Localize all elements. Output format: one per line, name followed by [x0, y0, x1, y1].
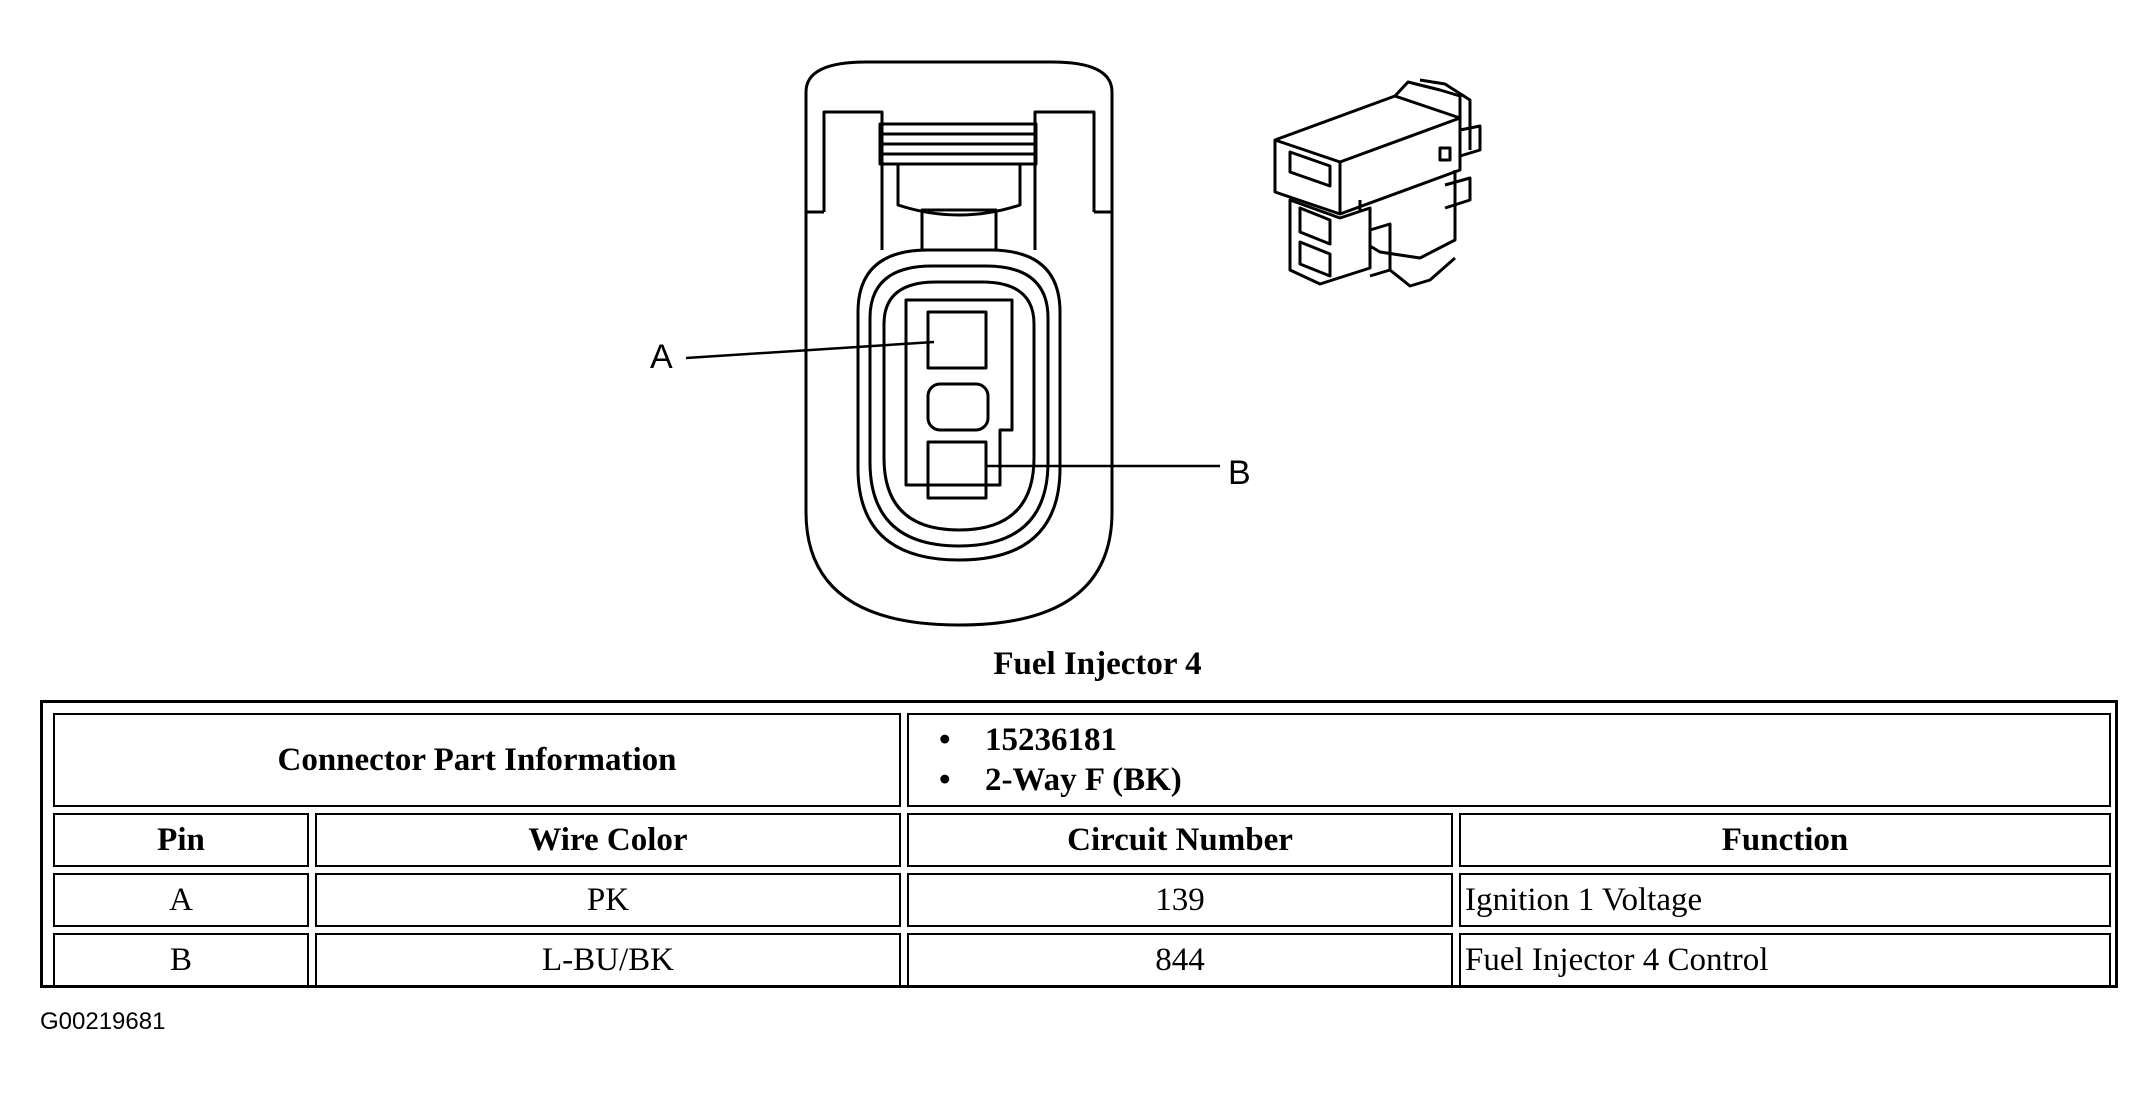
figure-id: G00219681 — [40, 1008, 166, 1035]
connector-face-view — [685, 60, 1482, 627]
pin-a-callout-label: A — [650, 338, 673, 376]
header-function: Function — [1459, 813, 2112, 867]
part-info-values: 15236181 2-Way F (BK) — [907, 713, 2112, 807]
header-wire-color: Wire Color — [315, 813, 901, 867]
circuit-number-cell: 844 — [907, 933, 1453, 987]
connector-housing-outline — [804, 60, 1114, 627]
wire-color-cell: PK — [315, 873, 901, 927]
connector-info-table: Connector Part Information 15236181 2-Wa… — [47, 707, 2117, 993]
part-info-label: Connector Part Information — [53, 713, 901, 807]
header-circuit-number: Circuit Number — [907, 813, 1453, 867]
pin-b-callout-label: B — [1228, 454, 1251, 492]
pin-a-cavity — [926, 310, 988, 370]
connector-housing-inner — [822, 110, 1096, 250]
connector-diagram: A B — [650, 60, 1482, 627]
part-info-row: Connector Part Information 15236181 2-Wa… — [53, 713, 2112, 807]
wire-color-cell: L-BU/BK — [315, 933, 901, 987]
table-row: B L-BU/BK 844 Fuel Injector 4 Control — [53, 933, 2112, 987]
connector-isometric-view — [1273, 78, 1482, 288]
connector-description: 2-Way F (BK) — [939, 760, 2109, 800]
pin-a-leader-line — [685, 340, 935, 360]
connector-table-frame: Connector Part Information 15236181 2-Wa… — [40, 700, 2118, 988]
function-cell: Fuel Injector 4 Control — [1459, 933, 2112, 987]
function-cell: Ignition 1 Voltage — [1459, 873, 2112, 927]
seal-ring-inner — [882, 280, 1036, 532]
polarizing-key — [926, 382, 990, 432]
header-pin: Pin — [53, 813, 309, 867]
part-info-list: 15236181 2-Way F (BK) — [909, 720, 2109, 800]
table-row: A PK 139 Ignition 1 Voltage — [53, 873, 2112, 927]
table-header-row: Pin Wire Color Circuit Number Function — [53, 813, 2112, 867]
pin-cell: B — [53, 933, 309, 987]
seal-ring-mid — [868, 264, 1050, 548]
circuit-number-cell: 139 — [907, 873, 1453, 927]
part-number: 15236181 — [939, 720, 2109, 760]
pin-cell: A — [53, 873, 309, 927]
pin-b-cavity — [926, 440, 988, 500]
diagram-caption: Fuel Injector 4 — [993, 646, 1202, 682]
seal-ring-outer — [856, 248, 1062, 562]
